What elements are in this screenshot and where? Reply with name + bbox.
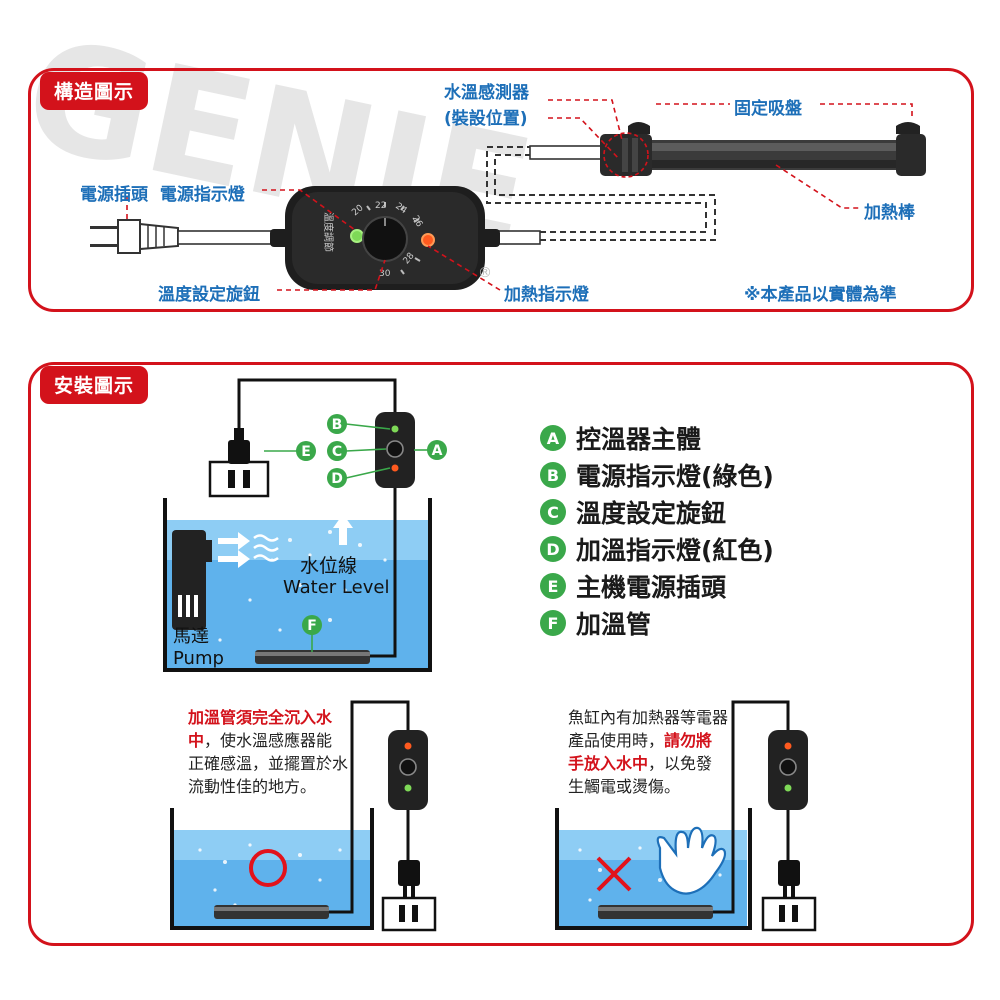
water-level-zh: 水位線 xyxy=(300,555,357,577)
legend-text: 控溫器主體 xyxy=(576,425,702,454)
svg-text:D: D xyxy=(331,471,343,487)
power-plug-icon xyxy=(90,219,179,254)
suction-label: 固定吸盤 xyxy=(734,99,802,119)
marker-B: B xyxy=(327,414,347,434)
svg-text:E: E xyxy=(301,444,311,460)
wave-icon xyxy=(253,534,279,562)
suction-cup-icon xyxy=(896,122,920,134)
hand-icon xyxy=(656,826,727,895)
marker-D: D xyxy=(327,468,347,488)
structure-panel xyxy=(28,68,974,312)
structure-diagram: 20 22 24 26 28 30 溫度調節 ® xyxy=(90,99,926,291)
note-correct-warning: 加溫管須完全沉入水中 xyxy=(188,708,333,750)
legend-row: C 溫度設定旋鈕 xyxy=(540,494,774,530)
correct-circle-icon xyxy=(249,849,287,887)
cable-plug xyxy=(237,378,397,428)
forbidden-x-icon xyxy=(596,856,632,892)
heat-light-label: 加熱指示燈 xyxy=(504,285,589,305)
power-plug-icon xyxy=(398,860,420,900)
install-tag: 安裝圖示 xyxy=(40,366,149,404)
note-warning-red: 請勿將手放入水中 xyxy=(568,731,713,773)
sensor-label: 水溫感測器 xyxy=(444,83,529,103)
note-warning-line1: 魚缸內有加熱器等電器產品使用時， xyxy=(568,708,729,750)
power-outlet-icon xyxy=(208,460,270,498)
temperature-knob xyxy=(779,758,797,776)
power-indicator-light xyxy=(784,784,792,792)
up-arrow-icon xyxy=(333,514,353,545)
svg-text:C: C xyxy=(332,444,342,460)
power-indicator-light xyxy=(404,784,412,792)
pump-zh: 馬達 xyxy=(173,626,209,647)
legend: A 控溫器主體 B 電源指示燈(綠色) C 溫度設定旋鈕 D 加溫指示燈(紅色) E 主機… xyxy=(540,420,774,642)
sensor-focus-circle xyxy=(603,132,649,178)
svg-text:A: A xyxy=(432,443,443,459)
flow-arrow-icon xyxy=(218,532,250,568)
heat-indicator-light xyxy=(784,742,792,750)
legend-badge: D xyxy=(540,536,566,562)
knob-label: 溫度設定旋鈕 xyxy=(158,285,260,305)
note-correct: 加溫管須完全沉入水中，使水溫感應器能正確感溫，並擺置於水流動性佳的地方。 xyxy=(188,706,348,798)
svg-text:B: B xyxy=(332,417,343,433)
legend-text: 加溫指示燈(紅色) xyxy=(576,536,774,565)
marker-C: C xyxy=(327,441,347,461)
power-indicator-light xyxy=(391,425,399,433)
note-correct-rest: ，使水溫感應器能正確感溫，並擺置於水流動性佳的地方。 xyxy=(188,731,349,796)
legend-text: 加溫管 xyxy=(576,610,652,639)
legend-badge: F xyxy=(540,610,566,636)
plug-and-power-light-label: 電源插頭 電源指示燈 xyxy=(80,185,245,205)
pump-icon xyxy=(172,530,212,630)
marker-A: A xyxy=(427,440,447,460)
marker-E: E xyxy=(296,441,316,461)
tank-wall xyxy=(163,498,432,672)
legend-row: F 加溫管 xyxy=(540,605,774,641)
heat-indicator-light xyxy=(404,742,412,750)
temperature-knob xyxy=(386,440,404,458)
power-plug-icon xyxy=(228,428,250,464)
legend-badge: C xyxy=(540,499,566,525)
heater-rod xyxy=(600,134,926,176)
legend-text: 溫度設定旋鈕 xyxy=(576,499,727,528)
disclaimer-text: ※本產品以實體為準 xyxy=(744,285,897,305)
structure-tag: 構造圖示 xyxy=(40,72,149,110)
legend-badge: A xyxy=(540,425,566,451)
power-outlet-icon xyxy=(381,896,437,932)
cable-heater xyxy=(370,485,397,658)
dial-ticks xyxy=(366,202,421,275)
suction-cup-icon xyxy=(628,122,650,134)
dial-tick-22: 22 xyxy=(375,201,386,211)
sensor-sub-label: (裝設位置) xyxy=(444,109,528,129)
note-warning: 魚缸內有加熱器等電器產品使用時，請勿將手放入水中，以免發生觸電或燙傷。 xyxy=(568,706,728,798)
water-level-en: Water Level xyxy=(283,577,389,598)
legend-badge: B xyxy=(540,462,566,488)
temperature-knob xyxy=(399,758,417,776)
legend-row: B 電源指示燈(綠色) xyxy=(540,457,774,493)
legend-text: 電源指示燈(綠色) xyxy=(576,462,774,491)
dial-tick-30: 30 xyxy=(379,269,391,279)
legend-badge: E xyxy=(540,573,566,599)
pump-en: Pump xyxy=(173,648,224,669)
dial-side-text: 溫度調節 xyxy=(322,212,335,252)
trademark-symbol: ® xyxy=(478,265,492,281)
note-warning-rest: ，以免發生觸電或燙傷。 xyxy=(568,754,713,796)
legend-row: D 加溫指示燈(紅色) xyxy=(540,531,774,567)
cable-loop-dashed xyxy=(486,146,716,241)
heater-rod-label: 加熱棒 xyxy=(864,203,915,223)
svg-text:F: F xyxy=(307,618,317,634)
power-outlet-icon xyxy=(761,896,817,932)
marker-F: F xyxy=(302,615,322,635)
legend-text: 主機電源插頭 xyxy=(576,573,727,602)
legend-row: A 控溫器主體 xyxy=(540,420,774,456)
legend-row: E 主機電源插頭 xyxy=(540,568,774,604)
power-plug-icon xyxy=(778,860,800,900)
install-panel xyxy=(28,362,974,946)
heat-indicator-light xyxy=(391,464,399,472)
